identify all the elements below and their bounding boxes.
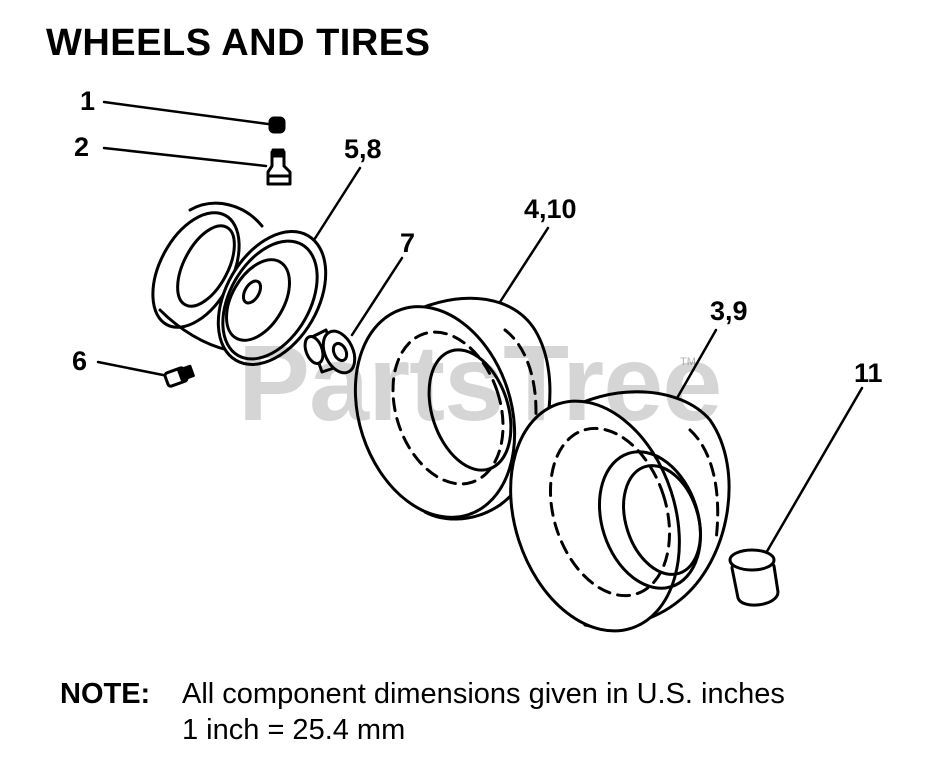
leader-lines bbox=[96, 100, 864, 562]
valve-stem-part bbox=[266, 148, 292, 186]
diagram-title: WHEELS AND TIRES bbox=[46, 22, 431, 64]
callout-4-10: 4,10 bbox=[524, 194, 577, 224]
callout-3-9: 3,9 bbox=[710, 296, 748, 326]
wheel-rim-part bbox=[151, 201, 328, 366]
tire-3-9-part bbox=[509, 390, 731, 633]
callout-7: 7 bbox=[400, 228, 416, 258]
dimension-note: NOTE: All component dimensions given in U… bbox=[60, 676, 785, 748]
hub-cap-part bbox=[728, 548, 780, 607]
note-label: NOTE: bbox=[60, 678, 151, 710]
callout-11: 11 bbox=[854, 358, 883, 388]
note-line-2: 1 inch = 25.4 mm bbox=[182, 714, 406, 746]
watermark-trademark: TM bbox=[680, 356, 696, 368]
bolt-part bbox=[163, 364, 195, 388]
note-body: All component dimensions given in U.S. i… bbox=[182, 676, 785, 748]
note-line-1: All component dimensions given in U.S. i… bbox=[182, 678, 785, 710]
callout-5-8: 5,8 bbox=[344, 134, 382, 164]
valve-cap-part bbox=[268, 116, 286, 134]
partstree-watermark: PartsTree bbox=[238, 322, 722, 443]
callout-6: 6 bbox=[72, 346, 88, 376]
bushing-part bbox=[303, 328, 357, 375]
callout-2: 2 bbox=[74, 132, 90, 162]
callout-1: 1 bbox=[80, 86, 96, 116]
